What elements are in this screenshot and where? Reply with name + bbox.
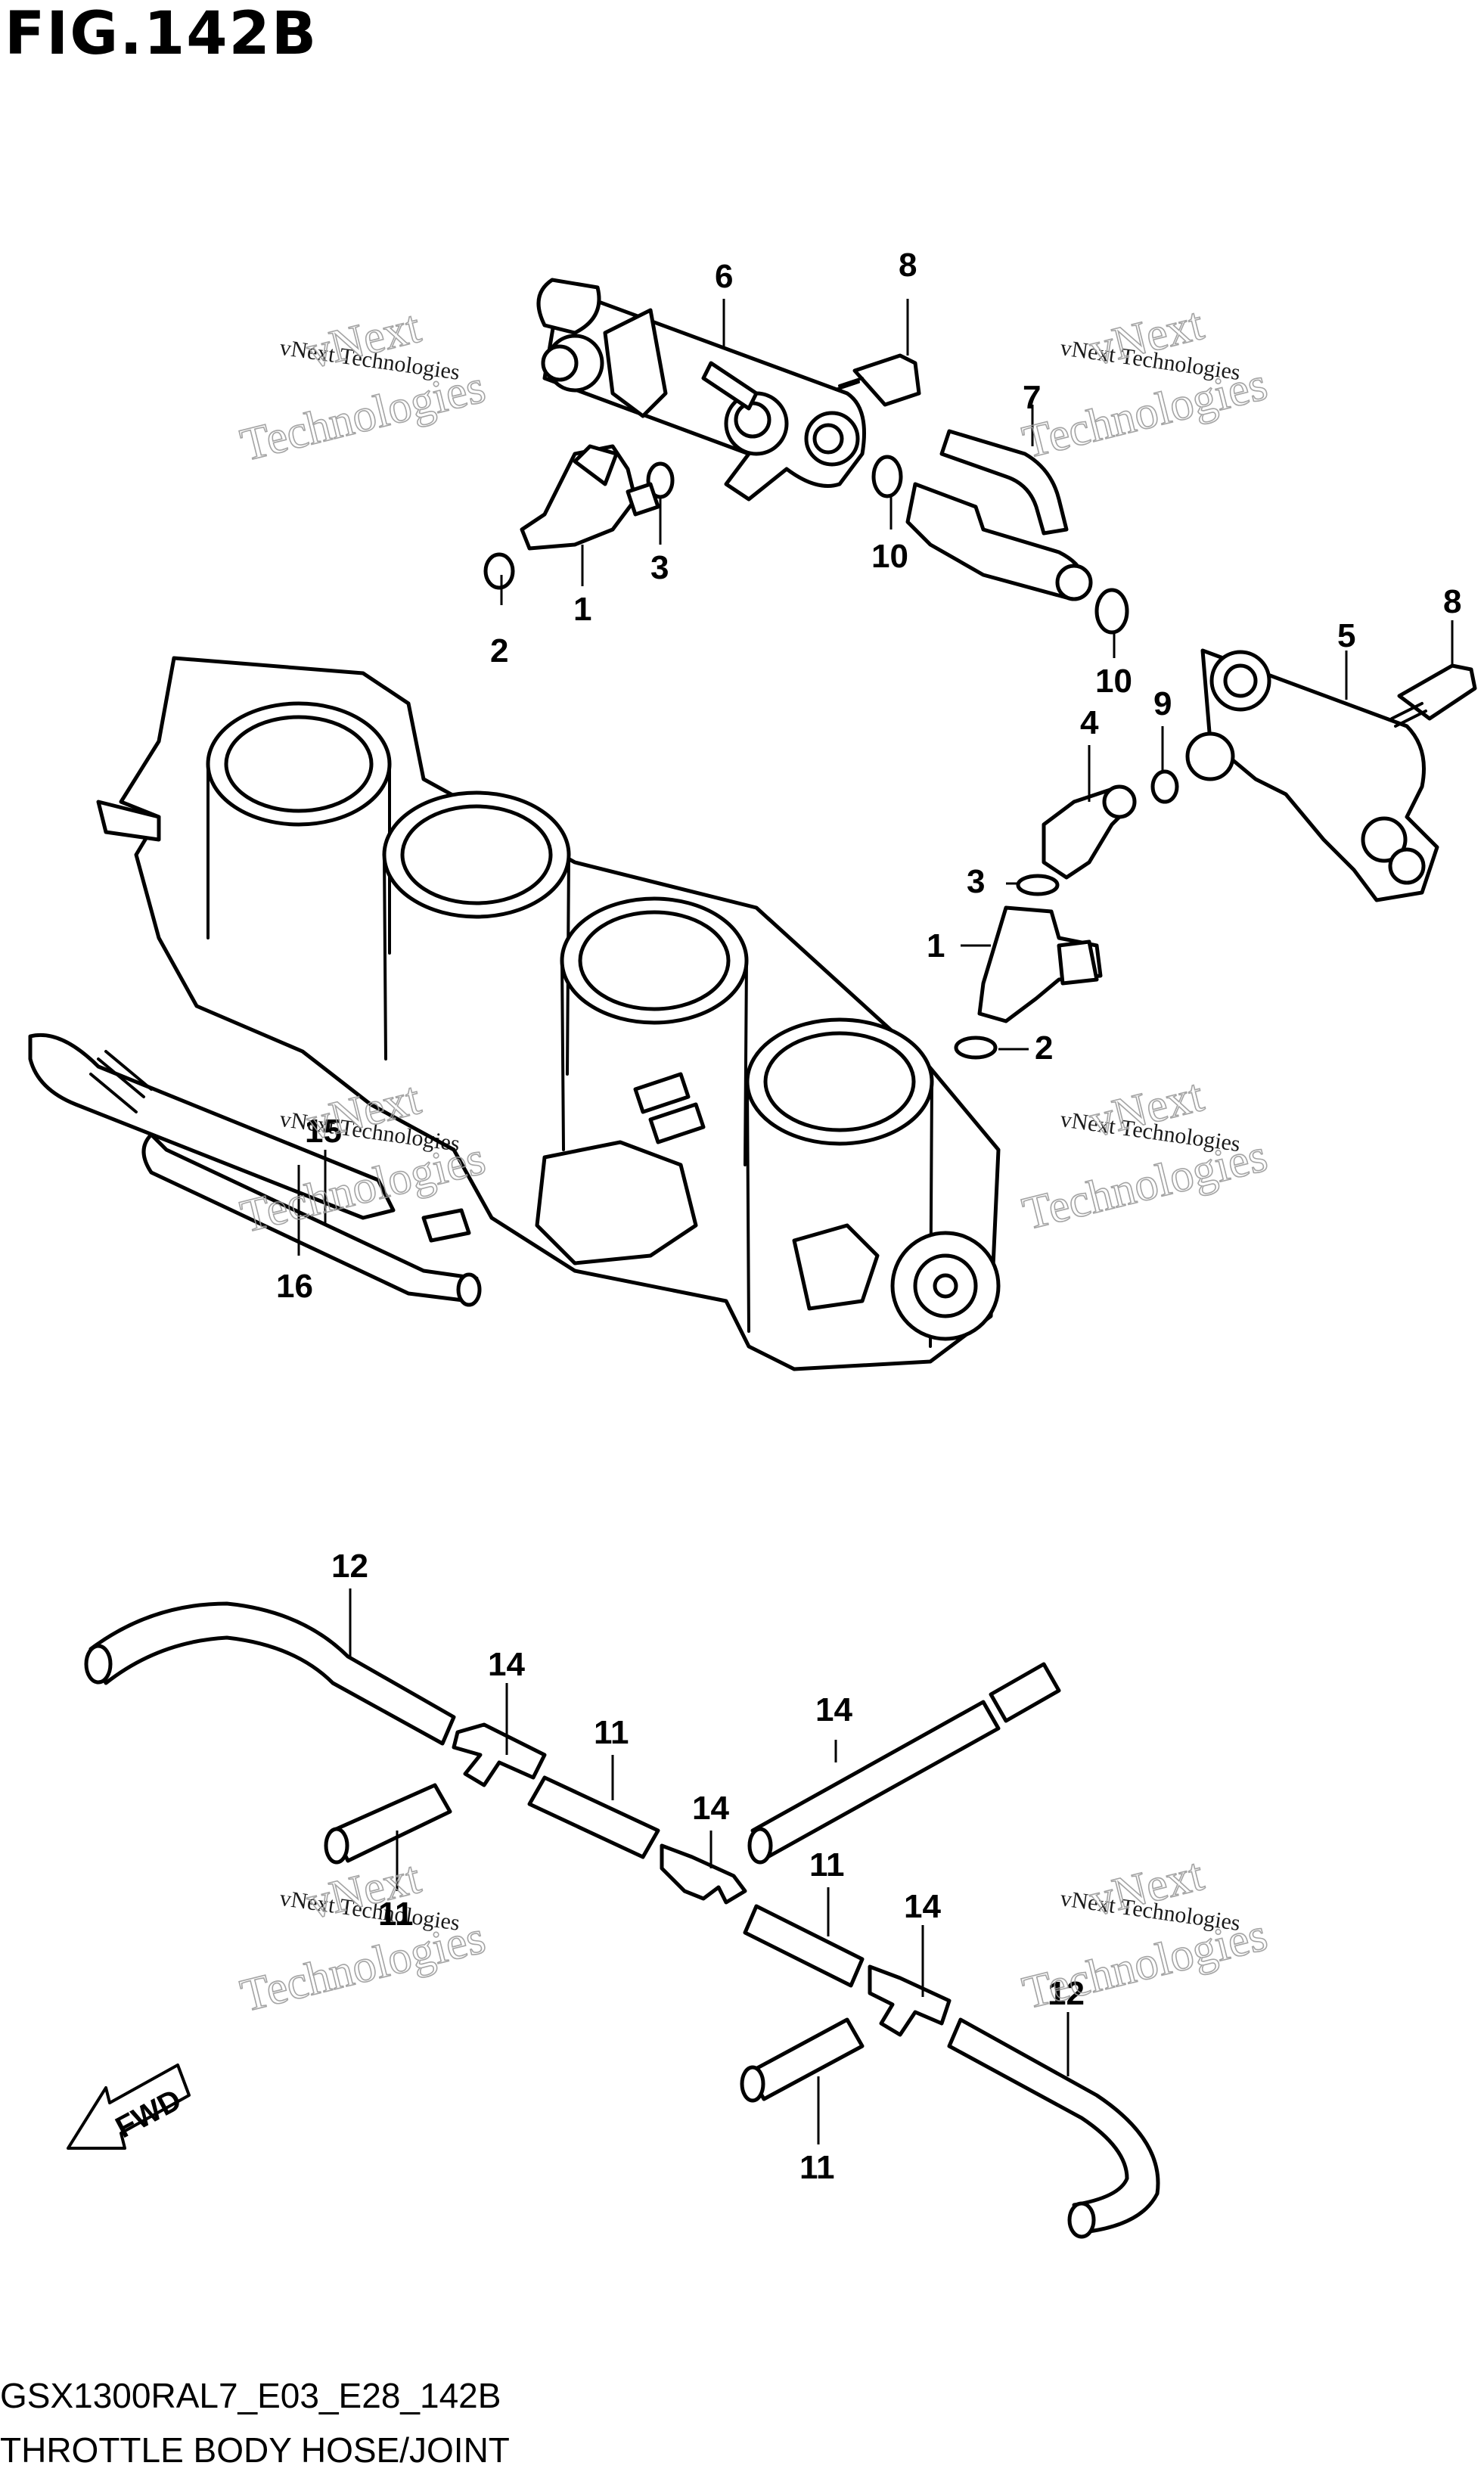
callout-10-lower: 10	[1095, 663, 1132, 700]
callout-2-lower: 2	[1035, 1029, 1053, 1067]
callout-14-mid: 14	[692, 1790, 729, 1827]
joint-lower	[1042, 784, 1137, 880]
hose-16	[141, 1132, 482, 1307]
hose-11-c	[743, 1904, 865, 1988]
svg-text:Technologies: Technologies	[236, 1911, 490, 2022]
section-name: THROTTLE BODY HOSE/JOINT	[0, 2430, 510, 2470]
callout-8-right: 8	[1443, 583, 1461, 620]
svg-text:Technologies: Technologies	[236, 361, 490, 471]
callout-5: 5	[1337, 617, 1355, 654]
leader-lines	[297, 299, 1454, 2144]
joint-14-left	[452, 1722, 547, 1787]
callout-4: 4	[1080, 704, 1099, 741]
fuel-hose-joint	[905, 429, 1093, 601]
svg-text:Technologies: Technologies	[1018, 359, 1272, 469]
callout-7: 7	[1023, 379, 1041, 416]
hose-11-b	[527, 1775, 660, 1859]
watermark-top-right: vNext Technologies vNext Technologies	[1017, 297, 1273, 469]
callout-3-upper: 3	[650, 549, 669, 586]
callout-8-upper: 8	[899, 247, 917, 284]
fwd-arrow: FWD	[67, 2064, 191, 2150]
callout-12-right: 12	[1048, 1975, 1085, 2012]
callout-labels: 6 8 7 8 5 1 2 3 10 10 9 4 3 1 2 15 16 12…	[276, 247, 1461, 2186]
callout-14-right: 14	[904, 1888, 941, 1925]
callout-10-upper: 10	[871, 538, 908, 575]
hose-12-right	[947, 2017, 1160, 2239]
joint-14-mid	[660, 1843, 747, 1905]
watermark-top-left: vNext Technologies vNext Technologies	[235, 300, 491, 472]
callout-3-lower: 3	[967, 863, 985, 900]
callout-1-lower: 1	[927, 927, 945, 964]
hose-13	[747, 1662, 1061, 1865]
bolt-upper	[834, 353, 921, 407]
callout-6: 6	[715, 258, 733, 295]
joint-14-right	[868, 1964, 952, 2037]
hose-11-a	[324, 1783, 452, 1865]
callout-14-left: 14	[488, 1646, 525, 1683]
callout-11-mid-right: 11	[809, 1846, 845, 1883]
svg-text:Technologies: Technologies	[1018, 1130, 1272, 1241]
svg-text:Technologies: Technologies	[1018, 1909, 1272, 2020]
callout-11-mid-left: 11	[594, 1714, 629, 1751]
delivery-pipe-upper	[536, 278, 866, 502]
o-rings	[483, 455, 1179, 1060]
callout-15: 15	[305, 1113, 342, 1150]
injector-upper	[520, 444, 660, 551]
figure-title: FIG.142B	[5, 0, 318, 68]
callout-11-left: 11	[378, 1896, 414, 1933]
throttle-body-assembly	[96, 656, 1001, 1371]
watermark-bottom-right: vNext Technologies vNext Technologies	[1017, 1848, 1273, 2020]
hose-12-left	[84, 1601, 456, 1746]
delivery-pipe-right	[1185, 648, 1477, 902]
callout-2-upper: 2	[490, 632, 508, 669]
watermark-bottom-left: vNext Technologies vNext Technologies	[235, 1851, 491, 2023]
callout-13: 14	[815, 1691, 852, 1728]
model-code: GSX1300RAL7_E03_E28_142B	[0, 2376, 501, 2415]
watermark-mid-right: vNext Technologies vNext Technologies	[1017, 1069, 1273, 1241]
callout-16: 16	[276, 1268, 313, 1305]
callout-11-bottom: 11	[799, 2149, 835, 2186]
hose-15	[28, 1033, 471, 1243]
callout-12-left: 12	[331, 1548, 368, 1585]
injector-lower	[977, 905, 1103, 1023]
hose-11-d	[740, 2017, 865, 2103]
callout-1-upper: 1	[573, 591, 591, 628]
callout-9: 9	[1153, 685, 1172, 722]
